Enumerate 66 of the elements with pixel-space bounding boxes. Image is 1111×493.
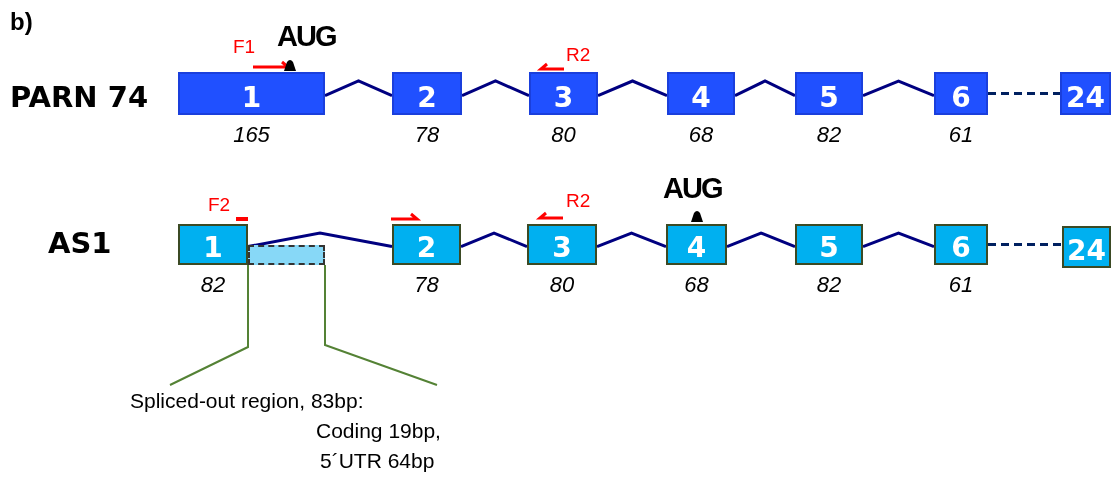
- exon-box: [392, 72, 462, 115]
- exon-length: 61: [948, 273, 974, 297]
- annotation-text: 5´UTR 64bp: [320, 448, 435, 474]
- exon-box: [178, 224, 248, 265]
- exon-length: 68: [688, 123, 714, 147]
- leader-line: [324, 264, 438, 386]
- exon-number: 5: [819, 233, 839, 263]
- transcript-label: AS1: [48, 226, 112, 260]
- primer-label: R2: [566, 44, 591, 66]
- exon-length: 78: [414, 123, 440, 147]
- exon-number: 2: [416, 233, 437, 263]
- primer-label: F1: [233, 36, 256, 58]
- exon-length: 165: [233, 123, 270, 147]
- dashed-connector: [988, 92, 1060, 95]
- exon-number: 2: [417, 83, 437, 113]
- exon-length: 80: [551, 123, 576, 147]
- exon-box: [934, 72, 988, 115]
- exon-length: 82: [816, 273, 842, 297]
- intron-line: [597, 79, 668, 98]
- exon-length: 68: [684, 273, 709, 297]
- exon-box: [1060, 72, 1111, 115]
- exon-number: 24: [1066, 83, 1105, 113]
- intron-line: [726, 231, 796, 248]
- exon-length: 78: [414, 273, 439, 297]
- intron-line: [460, 231, 528, 248]
- exon-number: 4: [686, 233, 707, 263]
- dashed-connector: [988, 243, 1062, 246]
- intron-line: [324, 79, 393, 98]
- exon-number: 6: [951, 233, 971, 263]
- intron-line: [734, 79, 796, 97]
- start-codon-label: AUG: [277, 20, 336, 53]
- exon-box: [527, 224, 597, 265]
- intron-line: [862, 231, 935, 248]
- start-codon-label: AUG: [663, 172, 722, 205]
- exon-box: [795, 72, 863, 115]
- exon-length: 61: [948, 123, 974, 147]
- intron-line: [461, 79, 530, 98]
- exon-number: 6: [951, 83, 971, 113]
- exon-box: [667, 72, 735, 115]
- primer-label: R2: [566, 190, 591, 212]
- annotation-text: Coding 19bp,: [316, 418, 441, 444]
- primer-label: F2: [208, 194, 231, 216]
- exon-number: 1: [203, 233, 223, 263]
- panel-label: b): [10, 8, 33, 36]
- intron-line: [596, 231, 667, 248]
- exon-number: 3: [552, 233, 572, 263]
- exon-number: 3: [553, 83, 574, 113]
- exon-box: [392, 224, 461, 265]
- exon-box: [1062, 226, 1111, 268]
- exon-number: 24: [1067, 236, 1106, 266]
- exon-length: 82: [200, 273, 226, 297]
- exon-box: [934, 224, 988, 265]
- intron-line: [862, 79, 935, 98]
- exon-length: 82: [816, 123, 842, 147]
- exon-box: [795, 224, 863, 265]
- exon-number: 1: [241, 83, 262, 113]
- exon-box: [666, 224, 727, 265]
- transcript-label: PARN 74: [10, 80, 149, 114]
- exon-length: 80: [549, 273, 575, 297]
- spliced-region-box: [248, 245, 325, 265]
- annotation-text: Spliced-out region, 83bp:: [130, 388, 364, 414]
- exon-box: [529, 72, 598, 115]
- leader-line: [169, 264, 249, 386]
- exon-number: 5: [819, 83, 839, 113]
- exon-number: 4: [691, 83, 711, 113]
- exon-box: [178, 72, 325, 115]
